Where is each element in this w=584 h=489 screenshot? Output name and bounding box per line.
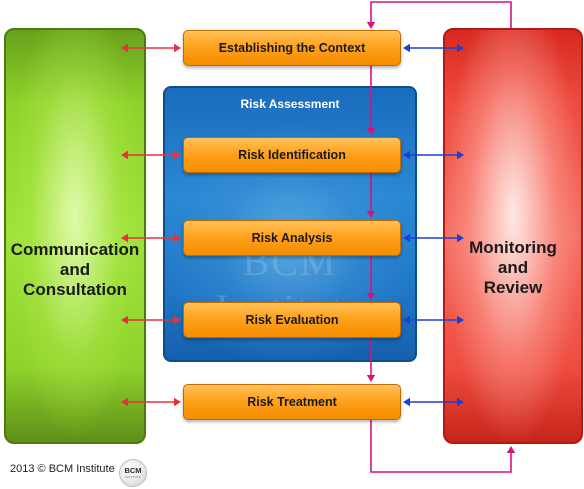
monitoring-link-arrow-3-head-right xyxy=(457,233,464,243)
monitoring-link-arrow-3-head-left xyxy=(403,233,410,243)
monitoring-link-arrow-2-head-left xyxy=(403,150,410,160)
communication-link-arrow-4-head-right xyxy=(174,315,181,325)
communication-consultation-title: Communication and Consultation xyxy=(10,240,140,299)
monitoring-link-arrow-5-head-right xyxy=(457,397,464,407)
step-risk-treatment: Risk Treatment xyxy=(183,384,401,420)
copyright-footer: 2013 © BCM Institute xyxy=(10,463,115,475)
flow-arrow-3-head xyxy=(366,293,376,300)
flow-arrow-2-head xyxy=(366,211,376,218)
treatment-to-monitoring-loop xyxy=(370,420,512,473)
monitoring-review-panel: Monitoring and Review xyxy=(443,28,583,444)
monitoring-link-arrow-5-head-left xyxy=(403,397,410,407)
monitoring-link-arrow-1-head-right xyxy=(457,43,464,53)
flow-arrow-4-head xyxy=(366,375,376,382)
risk-assessment-title: Risk Assessment xyxy=(240,97,340,111)
communication-link-arrow-3-head-left xyxy=(121,233,128,243)
bcm-logo-subtext: INSTITUTE xyxy=(125,475,141,479)
flow-arrow-1-head xyxy=(366,128,376,135)
communication-link-arrow-2-head-left xyxy=(121,150,128,160)
communication-link-arrow-5-head-right xyxy=(174,397,181,407)
monitoring-to-context-loop-head xyxy=(366,22,376,29)
monitoring-review-title: Monitoring and Review xyxy=(469,238,557,297)
communication-link-arrow-3-head-right xyxy=(174,233,181,243)
monitoring-link-arrow-4-head-left xyxy=(403,315,410,325)
communication-link-arrow-1-head-right xyxy=(174,43,181,53)
monitoring-link-arrow-1-head-left xyxy=(403,43,410,53)
bcm-logo-text: BCM xyxy=(124,466,142,475)
treatment-to-monitoring-loop-head xyxy=(506,446,516,453)
step-risk-analysis: Risk Analysis xyxy=(183,220,401,256)
communication-link-arrow-2-head-right xyxy=(174,150,181,160)
step-risk-identification: Risk Identification xyxy=(183,137,401,173)
communication-link-arrow-5-head-left xyxy=(121,397,128,407)
communication-link-arrow-4-head-left xyxy=(121,315,128,325)
communication-link-arrow-1-head-left xyxy=(121,43,128,53)
monitoring-to-context-loop xyxy=(370,1,512,28)
bcm-logo: BCM INSTITUTE xyxy=(119,459,147,487)
step-risk-evaluation: Risk Evaluation xyxy=(183,302,401,338)
communication-consultation-panel: Communication and Consultation xyxy=(4,28,146,444)
step-establishing-context: Establishing the Context xyxy=(183,30,401,66)
monitoring-link-arrow-4-head-right xyxy=(457,315,464,325)
monitoring-link-arrow-2-head-right xyxy=(457,150,464,160)
